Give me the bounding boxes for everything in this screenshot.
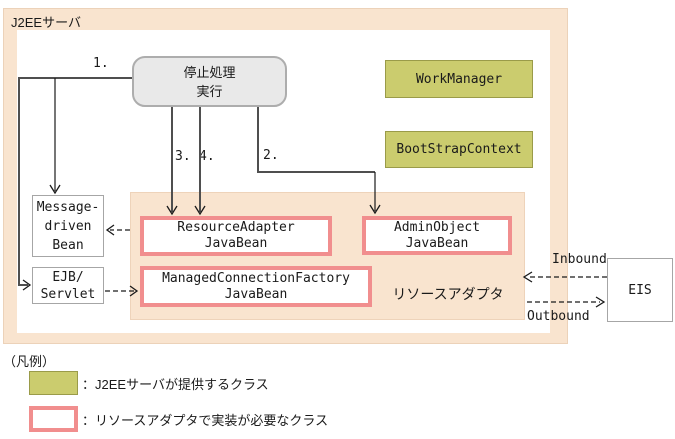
eis-label: EIS bbox=[628, 282, 652, 298]
stop-process-box: 停止処理 実行 bbox=[132, 56, 287, 107]
inbound-label: Inbound bbox=[552, 252, 607, 267]
ejb-servlet-box: EJB/ Servlet bbox=[32, 267, 104, 304]
admin-object-javabean-box: AdminObject JavaBean bbox=[362, 216, 512, 255]
legend-title: （凡例） bbox=[3, 354, 56, 369]
managed-connection-factory-javabean-box: ManagedConnectionFactory JavaBean bbox=[140, 266, 372, 307]
workmanager-label: WorkManager bbox=[415, 71, 503, 87]
ejb-line1: EJB/ bbox=[52, 269, 84, 285]
eis-box: EIS bbox=[607, 258, 673, 322]
mcf-line1: ManagedConnectionFactory bbox=[162, 270, 350, 286]
step-4-label: 4. bbox=[199, 149, 215, 164]
legend-swatch-provided-class bbox=[29, 371, 78, 395]
j2ee-server-label: J2EEサーバ bbox=[11, 15, 81, 30]
outbound-label: Outbound bbox=[527, 309, 590, 324]
message-driven-bean-box: Message- driven Bean bbox=[32, 195, 104, 257]
resource-adapter-label: リソースアダプタ bbox=[392, 286, 504, 302]
legend-swatch-required-class bbox=[29, 406, 78, 432]
legend-required-class-label: ：リソースアダプタで実装が必要なクラス bbox=[82, 413, 329, 428]
mdb-line2: driven bbox=[44, 218, 92, 234]
step-2-label: 2. bbox=[263, 148, 279, 163]
rab-line2: JavaBean bbox=[204, 236, 268, 251]
bootstrapcontext-label: BootStrapContext bbox=[396, 142, 522, 157]
ejb-line2: Servlet bbox=[40, 286, 96, 302]
aob-line2: JavaBean bbox=[405, 235, 469, 251]
arrowhead-outbound bbox=[595, 296, 606, 308]
rab-line1: ResourceAdapter bbox=[177, 220, 295, 235]
stop-process-line2: 実行 bbox=[196, 83, 223, 99]
aob-line1: AdminObject bbox=[393, 219, 481, 235]
mcf-line2: JavaBean bbox=[224, 286, 288, 302]
step-1-label: 1. bbox=[93, 56, 109, 71]
resource-adapter-javabean-box: ResourceAdapter JavaBean bbox=[140, 216, 332, 256]
mdb-line1: Message- bbox=[36, 199, 100, 215]
workmanager-box: WorkManager bbox=[385, 60, 533, 98]
stop-process-line1: 停止処理 bbox=[183, 64, 236, 80]
bootstrapcontext-box: BootStrapContext bbox=[385, 131, 533, 168]
step-3-label: 3. bbox=[175, 149, 191, 164]
legend-provided-class-label: ：J2EEサーバが提供するクラス bbox=[82, 377, 269, 392]
mdb-line3: Bean bbox=[52, 237, 84, 253]
